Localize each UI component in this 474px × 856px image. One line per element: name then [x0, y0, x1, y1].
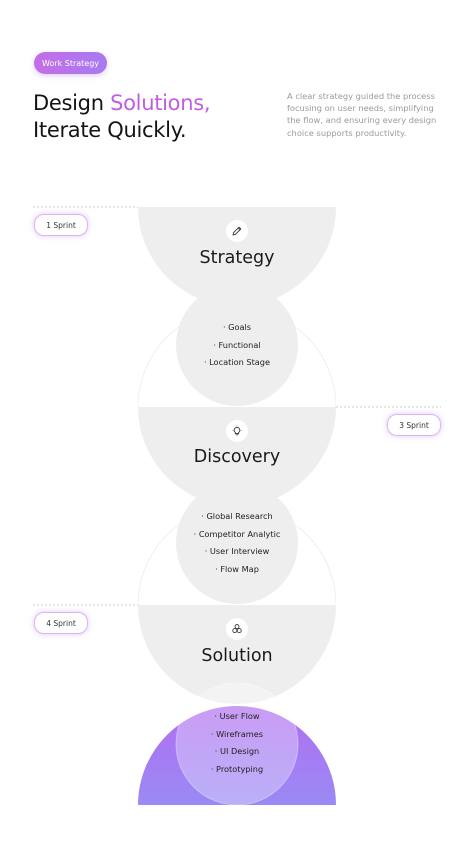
- pencil-icon: [226, 220, 248, 242]
- stage-title-solution: Solution: [201, 646, 273, 666]
- title-line1-accent: Solutions,: [110, 91, 211, 115]
- page-description: A clear strategy guided the process focu…: [287, 91, 437, 138]
- sprint-badge-4: 4 Sprint: [34, 612, 88, 634]
- discovery-items: · Global Research · Competitor Analytic …: [157, 508, 317, 578]
- list-item: · Wireframes: [210, 728, 264, 739]
- list-item: · UI Design: [214, 746, 260, 757]
- solution-disc: [138, 605, 336, 704]
- list-item: · User Interview: [204, 546, 270, 557]
- stage-title-strategy: Strategy: [199, 248, 275, 268]
- work-strategy-tag: Work Strategy: [34, 52, 107, 74]
- list-item: · Prototyping: [210, 763, 264, 774]
- strategy-disc: [138, 207, 336, 306]
- stage-title-discovery: Discovery: [193, 447, 281, 467]
- list-item: · Flow Map: [215, 563, 259, 574]
- list-item: · Global Research: [201, 511, 273, 521]
- cluster-icon: [226, 618, 248, 640]
- list-item: · Location Stage: [203, 357, 271, 368]
- discovery-items-circle: [176, 482, 298, 604]
- solution-items-circle: [175, 682, 299, 806]
- page-title: Design Solutions, Iterate Quickly.: [33, 90, 211, 144]
- title-line2: Iterate Quickly.: [33, 118, 187, 142]
- strategy-items-circle: [176, 284, 298, 406]
- strategy-items: · Goals · Functional · Location Stage: [157, 319, 317, 372]
- sprint-badge-1: 1 Sprint: [34, 214, 88, 236]
- lightbulb-icon: [226, 420, 248, 442]
- title-line1-plain: Design: [33, 91, 111, 115]
- solution-items: · User Flow · Wireframes · UI Design · P…: [157, 708, 317, 778]
- sprint-badge-3: 3 Sprint: [387, 414, 441, 436]
- discovery-disc: [138, 407, 336, 506]
- list-item: · Functional: [213, 339, 261, 350]
- list-item: · Goals: [222, 322, 252, 332]
- list-item: · Competitor Analytic: [193, 528, 281, 539]
- bottom-purple-shape: [138, 706, 336, 805]
- list-item: · User Flow: [214, 711, 260, 721]
